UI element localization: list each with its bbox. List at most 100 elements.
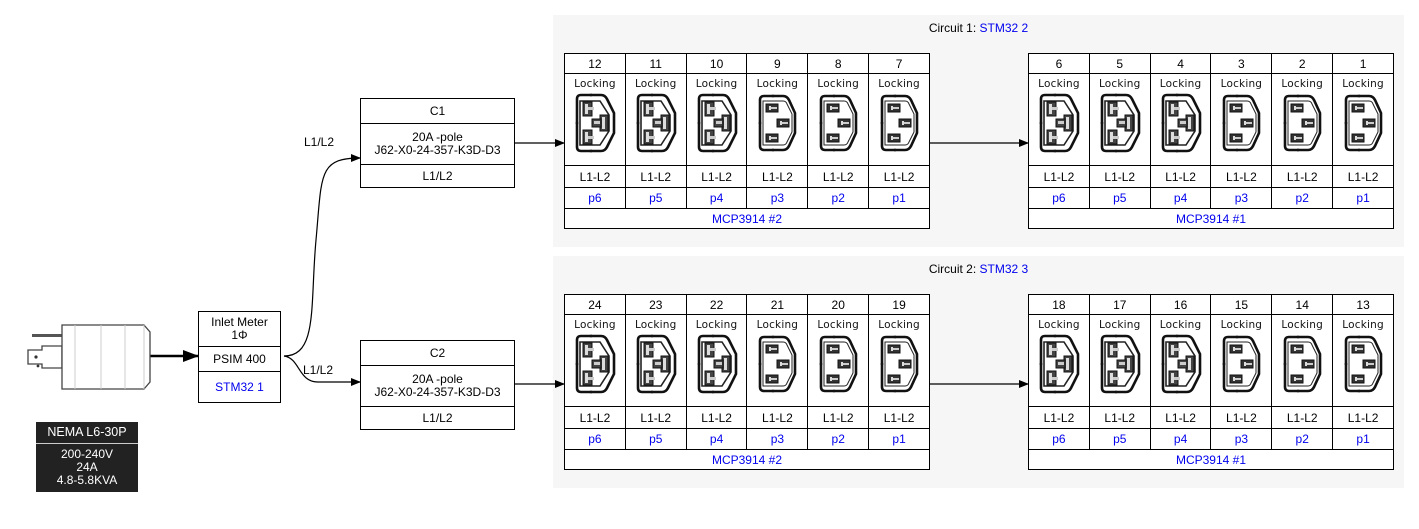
outlet-type: Locking — [1342, 78, 1384, 90]
outlet-port-link[interactable]: p4 — [685, 428, 748, 450]
outlet-number: 15 — [1210, 294, 1273, 315]
outlet[interactable]: Locking — [1271, 73, 1334, 166]
outlet-port-link[interactable]: p3 — [1210, 187, 1273, 209]
outlet-phase: L1-L2 — [1149, 165, 1212, 188]
outlet-port-link[interactable]: p6 — [1028, 428, 1090, 450]
adc-chip-link[interactable]: MCP3914 #2 — [564, 208, 930, 229]
inlet-meter-node[interactable]: Inlet Meter 1Φ PSIM 400 STM32 1 — [198, 311, 281, 403]
outlet-port-link[interactable]: p3 — [1210, 428, 1273, 450]
c13-locking-receptacle-icon — [869, 334, 929, 394]
outlet-number: 22 — [685, 294, 748, 315]
outlet-phase: L1-L2 — [1088, 406, 1151, 429]
outlet-type: Locking — [756, 78, 799, 90]
outlet[interactable]: Locking — [1210, 314, 1273, 407]
outlet-port-link[interactable]: p2 — [1271, 187, 1334, 209]
outlet[interactable]: Locking — [1271, 314, 1334, 407]
c19-locking-receptacle-icon — [687, 334, 747, 394]
adc-chip-link[interactable]: MCP3914 #1 — [1028, 208, 1394, 229]
outlet[interactable]: Locking — [1088, 73, 1151, 166]
outlet-phase: L1-L2 — [1088, 165, 1151, 188]
c19-locking-receptacle-icon — [565, 334, 625, 394]
outlet-port-link[interactable]: p1 — [1332, 187, 1394, 209]
outlet-phase: L1-L2 — [746, 406, 809, 429]
outlet-port-link[interactable]: p5 — [624, 428, 687, 450]
outlet[interactable]: Locking — [624, 314, 687, 407]
outlet-phase: L1-L2 — [746, 165, 809, 188]
c13-locking-receptacle-icon — [1272, 93, 1332, 153]
c13-locking-receptacle-icon — [1272, 334, 1332, 394]
outlet[interactable]: Locking — [1332, 314, 1394, 407]
outlet-type: Locking — [695, 78, 738, 90]
c19-locking-receptacle-icon — [565, 93, 625, 153]
outlet-type: Locking — [756, 319, 799, 331]
outlet[interactable]: Locking — [1210, 73, 1273, 166]
adc-chip-link[interactable]: MCP3914 #2 — [564, 449, 930, 470]
outlet[interactable]: Locking — [868, 73, 930, 166]
outlet-port-link[interactable]: p5 — [624, 187, 687, 209]
outlet[interactable]: Locking — [685, 314, 748, 407]
outlet-port-link[interactable]: p4 — [685, 187, 748, 209]
outlet-phase: L1-L2 — [868, 406, 930, 429]
outlet[interactable]: Locking — [807, 314, 870, 407]
outlet-type: Locking — [1220, 319, 1263, 331]
breaker-c1[interactable]: C1 20A -pole J62-X0-24-357-K3D-D3 L1/L2 — [360, 98, 515, 188]
outlet[interactable]: Locking — [1088, 314, 1151, 407]
outlet-port-link[interactable]: p5 — [1088, 187, 1151, 209]
c13-locking-receptacle-icon — [1211, 334, 1271, 394]
nema-l6-30p-plug-icon — [27, 324, 151, 390]
outlet[interactable]: Locking — [624, 73, 687, 166]
outlet-port-link[interactable]: p2 — [807, 428, 870, 450]
outlet-port-link[interactable]: p4 — [1149, 428, 1212, 450]
outlet[interactable]: Locking — [746, 314, 809, 407]
plug-type: NEMA L6-30P — [36, 422, 138, 444]
outlet[interactable]: Locking — [564, 314, 626, 407]
adc-chip-link[interactable]: MCP3914 #1 — [1028, 449, 1394, 470]
edge-label-to-c2: L1/L2 — [303, 363, 334, 377]
outlet-port-link[interactable]: p3 — [746, 187, 809, 209]
breaker-name: C1 — [429, 103, 446, 118]
outlet-port-link[interactable]: p2 — [1271, 428, 1334, 450]
inlet-meter-controller-link[interactable]: STM32 1 — [199, 371, 280, 402]
outlet-port-link[interactable]: p2 — [807, 187, 870, 209]
outlet-number: 16 — [1149, 294, 1212, 315]
outlet[interactable]: Locking — [1149, 73, 1212, 166]
outlet[interactable]: Locking — [1028, 314, 1090, 407]
outlet-number: 11 — [624, 53, 687, 74]
breaker-c2[interactable]: C2 20A -pole J62-X0-24-357-K3D-D3 L1/L2 — [360, 340, 515, 430]
outlet-number: 23 — [624, 294, 687, 315]
outlet-port-link[interactable]: p5 — [1088, 428, 1151, 450]
outlet-port-link[interactable]: p6 — [564, 187, 626, 209]
outlet[interactable]: Locking — [685, 73, 748, 166]
outlet[interactable]: Locking — [1332, 73, 1394, 166]
outlet-port-link[interactable]: p6 — [564, 428, 626, 450]
outlet[interactable]: Locking — [807, 73, 870, 166]
outlet[interactable]: Locking — [746, 73, 809, 166]
c13-locking-receptacle-icon — [869, 93, 929, 153]
breaker-phase: L1/L2 — [361, 406, 514, 429]
outlet[interactable]: Locking — [1028, 73, 1090, 166]
outlet-number: 4 — [1149, 53, 1212, 74]
outlet-type: Locking — [1038, 78, 1080, 90]
c19-locking-receptacle-icon — [687, 93, 747, 153]
outlet[interactable]: Locking — [1149, 314, 1212, 407]
outlet-type: Locking — [1342, 319, 1384, 331]
outlet-port-link[interactable]: p1 — [868, 187, 930, 209]
outlet[interactable]: Locking — [868, 314, 930, 407]
outlet[interactable]: Locking — [564, 73, 626, 166]
outlet-port-link[interactable]: p6 — [1028, 187, 1090, 209]
outlet-port-link[interactable]: p1 — [868, 428, 930, 450]
outlet-phase: L1-L2 — [624, 406, 687, 429]
circuit-1-controller-link[interactable]: STM32 2 — [979, 21, 1029, 35]
outlet-port-link[interactable]: p3 — [746, 428, 809, 450]
outlet-port-link[interactable]: p4 — [1149, 187, 1212, 209]
outlet-type: Locking — [1159, 78, 1202, 90]
outlet-port-link[interactable]: p1 — [1332, 428, 1394, 450]
outlet-phase: L1-L2 — [1028, 165, 1090, 188]
outlet-number: 1 — [1332, 53, 1394, 74]
c19-locking-receptacle-icon — [1090, 334, 1150, 394]
outlet-number: 9 — [746, 53, 809, 74]
circuit-2-controller-link[interactable]: STM32 3 — [979, 262, 1029, 276]
outlet-phase: L1-L2 — [685, 406, 748, 429]
